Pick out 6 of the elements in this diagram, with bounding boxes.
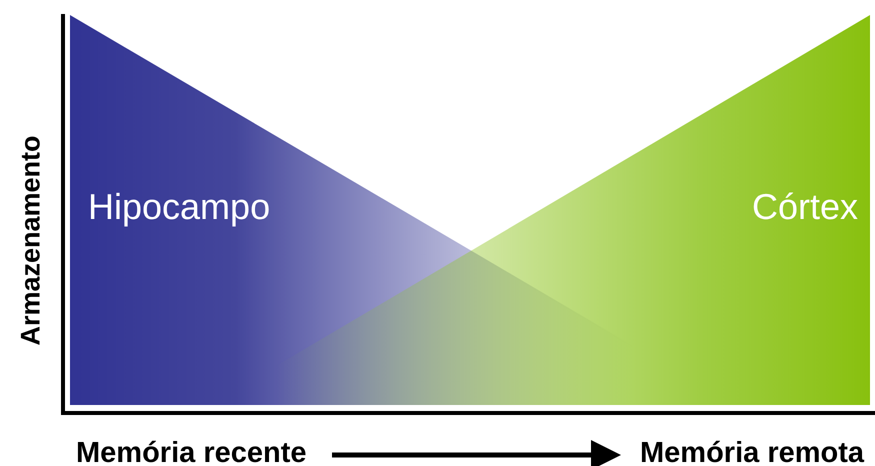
axis-label: Memória remota bbox=[616, 436, 864, 466]
axis-label: Memória recente bbox=[76, 436, 330, 466]
axis-label: Armazenamento bbox=[18, 134, 44, 346]
region-label: Córtex bbox=[752, 189, 858, 225]
arrow bbox=[332, 440, 621, 466]
region-label: Hipocampo bbox=[88, 189, 270, 225]
